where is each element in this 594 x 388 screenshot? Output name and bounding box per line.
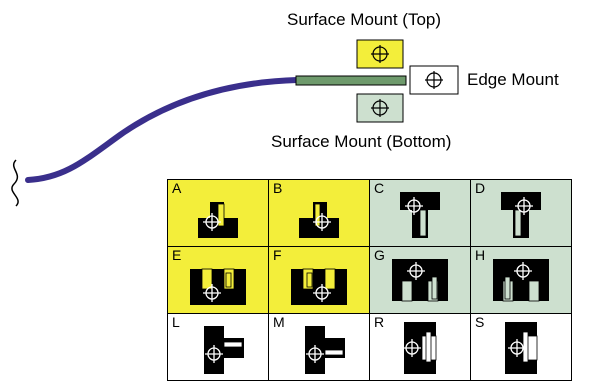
crosshair-icon	[405, 197, 423, 215]
cell-letter: A	[172, 180, 182, 196]
shape-d-icon	[501, 192, 541, 238]
shape-g-icon	[392, 259, 448, 302]
grid-cell-a: A	[167, 179, 269, 247]
crosshair-icon	[306, 345, 324, 363]
grid-cell-m: M	[268, 313, 370, 381]
shape-s-icon	[505, 322, 538, 374]
crosshair-icon	[313, 284, 331, 302]
cell-letter: B	[273, 180, 283, 196]
grid-cell-r: R	[369, 313, 471, 381]
shape-l-icon	[204, 326, 244, 374]
crosshair-icon	[407, 262, 425, 280]
cell-letter: R	[374, 314, 385, 330]
crosshair-icon	[203, 284, 221, 302]
cable-end-squiggle	[11, 159, 19, 207]
crosshair-icon	[508, 339, 526, 357]
crosshair-icon	[371, 45, 389, 63]
shape-b-icon	[299, 202, 339, 238]
crosshair-icon	[403, 339, 421, 357]
cell-letter: L	[172, 314, 180, 330]
shape-c-icon	[400, 192, 440, 238]
crosshair-icon	[203, 213, 221, 231]
label-surface-mount-bottom: Surface Mount (Bottom)	[271, 132, 452, 151]
grid-cell-e: E	[167, 246, 269, 314]
shape-h-icon	[493, 259, 549, 302]
cell-letter: D	[475, 180, 486, 196]
cell-letter: G	[374, 247, 385, 263]
crosshair-icon	[371, 99, 389, 117]
cell-letter: H	[475, 247, 486, 263]
shape-e-icon	[190, 268, 246, 305]
label-surface-mount-top: Surface Mount (Top)	[287, 10, 442, 29]
grid-cell-d: D	[470, 179, 572, 247]
shape-a-icon	[198, 202, 238, 238]
crosshair-icon	[313, 213, 331, 231]
shape-r-icon	[403, 322, 437, 374]
cell-letter: E	[172, 247, 182, 263]
crosshair-icon	[425, 71, 443, 89]
shape-m-icon	[305, 326, 345, 374]
label-edge-mount: Edge Mount	[467, 70, 559, 89]
grid-row: E F G H	[167, 246, 572, 314]
cell-letter: C	[374, 180, 385, 196]
cell-letter: M	[273, 314, 285, 330]
crosshair-icon	[514, 262, 532, 280]
grid-row: A B C D	[167, 179, 572, 247]
cable	[25, 77, 300, 183]
cell-letter: S	[475, 314, 485, 330]
crosshair-icon	[205, 345, 223, 363]
circuit-board	[295, 75, 407, 86]
grid-cell-b: B	[268, 179, 370, 247]
cell-letter: F	[273, 247, 282, 263]
grid-cell-l: L	[167, 313, 269, 381]
mount-style-grid: A B C D E F G H L M R S	[167, 179, 572, 381]
shape-f-icon	[291, 268, 347, 305]
grid-cell-h: H	[470, 246, 572, 314]
grid-cell-c: C	[369, 179, 471, 247]
crosshair-icon	[515, 197, 533, 215]
grid-cell-g: G	[369, 246, 471, 314]
grid-cell-s: S	[470, 313, 572, 381]
grid-cell-f: F	[268, 246, 370, 314]
